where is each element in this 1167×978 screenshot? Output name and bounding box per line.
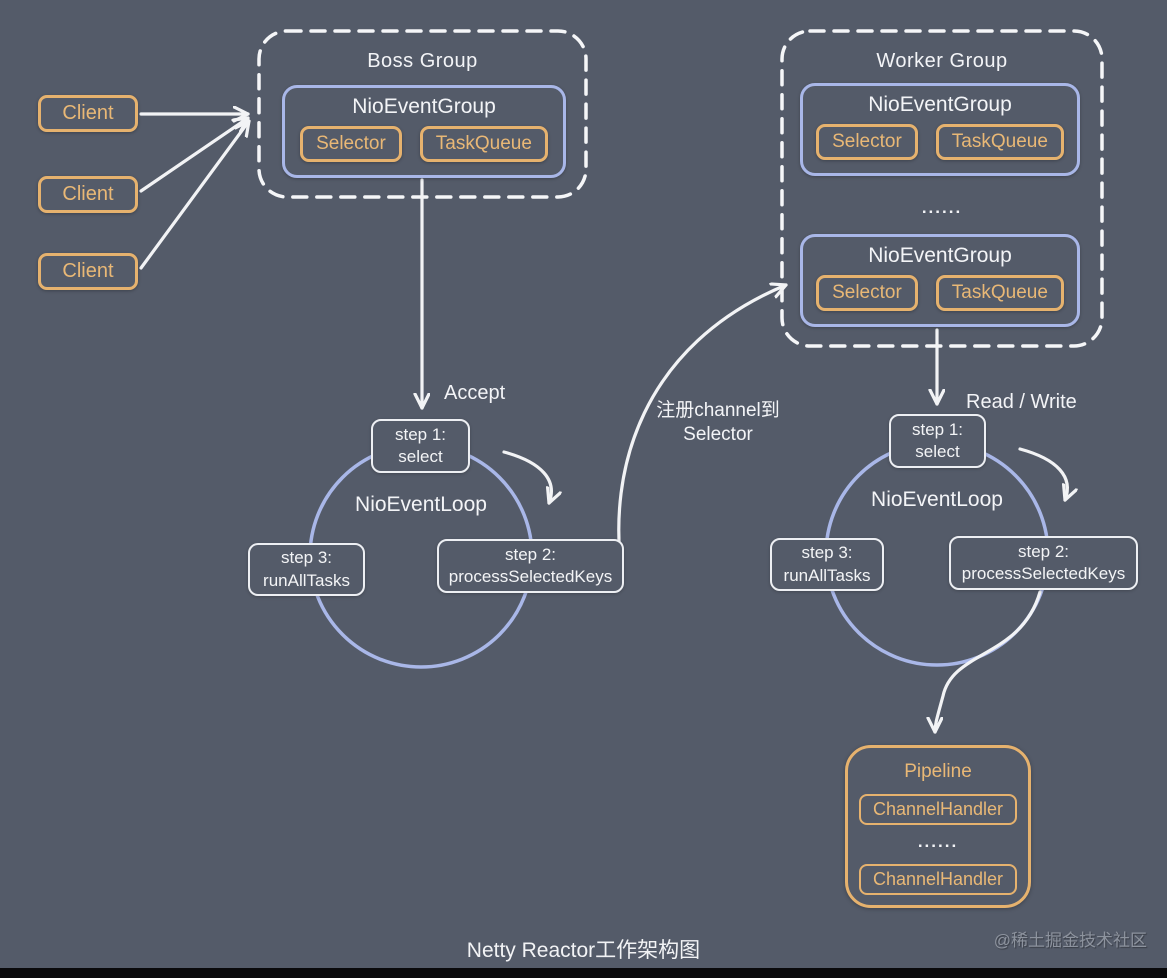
step-line: runAllTasks bbox=[783, 565, 871, 585]
watermark: @稀土掘金技术社区 bbox=[993, 931, 1147, 950]
client-box-2: Client bbox=[38, 176, 138, 213]
taskqueue-label: TaskQueue bbox=[951, 131, 1048, 152]
selector-label: Selector bbox=[832, 282, 902, 303]
nioeventgroup-chips: Selector TaskQueue bbox=[816, 275, 1064, 311]
step-line: step 1: bbox=[911, 419, 964, 439]
left-step1-box: step 1: select bbox=[371, 419, 470, 473]
left-loop-name: NioEventLoop bbox=[355, 493, 487, 516]
right-loop-name: NioEventLoop bbox=[871, 488, 1003, 511]
pipeline-ellipsis: ...... bbox=[917, 832, 959, 851]
right-step1-box: step 1: select bbox=[889, 414, 986, 468]
pipeline-title: Pipeline bbox=[904, 761, 972, 782]
worker-group-ellipsis: ...... bbox=[921, 198, 963, 217]
accept-label: Accept bbox=[444, 382, 506, 404]
nioeventgroup-title: NioEventGroup bbox=[352, 95, 496, 118]
selector-label: Selector bbox=[316, 133, 386, 154]
register-channel-line2: Selector bbox=[683, 423, 753, 445]
channel-handler-label: ChannelHandler bbox=[872, 799, 1004, 819]
step-line: select bbox=[915, 442, 960, 461]
step-line: select bbox=[398, 447, 443, 466]
boss-nioeventgroup: NioEventGroup Selector TaskQueue bbox=[282, 85, 566, 178]
channel-handler-label: ChannelHandler bbox=[872, 869, 1004, 889]
right-step3-box: step 3: runAllTasks bbox=[770, 538, 884, 591]
register-channel-line1: 注册channel到 bbox=[656, 400, 780, 421]
selector-box: Selector bbox=[816, 275, 918, 311]
boss-group-title: Boss Group bbox=[367, 50, 478, 72]
step-line: step 2: bbox=[1017, 541, 1070, 561]
step-line: processSelectedKeys bbox=[448, 567, 613, 586]
client-box-3: Client bbox=[38, 253, 138, 290]
worker-group-title: Worker Group bbox=[876, 50, 1008, 72]
register-channel-label: 注册channel到 Selector bbox=[638, 399, 798, 447]
arrow-step2-to-pipeline bbox=[935, 590, 1042, 734]
taskqueue-label: TaskQueue bbox=[435, 133, 532, 154]
right-step2-box: step 2: processSelectedKeys bbox=[949, 536, 1138, 590]
worker-nioeventgroup-1: NioEventGroup Selector TaskQueue bbox=[800, 83, 1080, 176]
bottom-bar bbox=[0, 968, 1167, 978]
nioeventgroup-title: NioEventGroup bbox=[868, 244, 1012, 267]
client-label: Client bbox=[62, 183, 114, 205]
taskqueue-box: TaskQueue bbox=[935, 275, 1064, 311]
client-box-1: Client bbox=[38, 95, 138, 132]
step-line: step 3: bbox=[280, 548, 333, 568]
arrow-right-step1-step2 bbox=[1018, 447, 1067, 502]
step-line: step 2: bbox=[504, 544, 557, 564]
step-line: runAllTasks bbox=[263, 570, 350, 590]
worker-nioeventgroup-2: NioEventGroup Selector TaskQueue bbox=[800, 234, 1080, 327]
step-line: step 3: bbox=[801, 543, 853, 563]
arrow-left-step1-step2 bbox=[502, 450, 551, 505]
nioeventgroup-chips: Selector TaskQueue bbox=[300, 126, 548, 162]
taskqueue-label: TaskQueue bbox=[951, 282, 1048, 303]
client-label: Client bbox=[62, 260, 114, 282]
selector-box: Selector bbox=[816, 124, 918, 160]
diagram-caption: Netty Reactor工作架构图 bbox=[466, 939, 701, 962]
nioeventgroup-title: NioEventGroup bbox=[868, 93, 1012, 116]
channel-handler-box-2: ChannelHandler bbox=[859, 864, 1017, 895]
read-write-label: Read / Write bbox=[966, 391, 1077, 413]
channel-handler-box-1: ChannelHandler bbox=[859, 794, 1017, 825]
taskqueue-box: TaskQueue bbox=[419, 126, 548, 162]
nioeventgroup-chips: Selector TaskQueue bbox=[816, 124, 1064, 160]
step-line: step 1: bbox=[394, 424, 447, 444]
taskqueue-box: TaskQueue bbox=[935, 124, 1064, 160]
client-label: Client bbox=[62, 102, 114, 124]
step-line: processSelectedKeys bbox=[961, 564, 1126, 583]
left-step3-box: step 3: runAllTasks bbox=[248, 543, 365, 596]
selector-box: Selector bbox=[300, 126, 402, 162]
arrow-client3-to-boss bbox=[139, 119, 251, 270]
left-step2-box: step 2: processSelectedKeys bbox=[437, 539, 624, 593]
arrow-register-channel bbox=[617, 285, 788, 576]
arrow-client2-to-boss bbox=[139, 116, 250, 193]
pipeline-box: Pipeline ChannelHandler ...... ChannelHa… bbox=[845, 745, 1031, 908]
worker-group-border bbox=[780, 29, 1104, 348]
selector-label: Selector bbox=[832, 131, 902, 152]
